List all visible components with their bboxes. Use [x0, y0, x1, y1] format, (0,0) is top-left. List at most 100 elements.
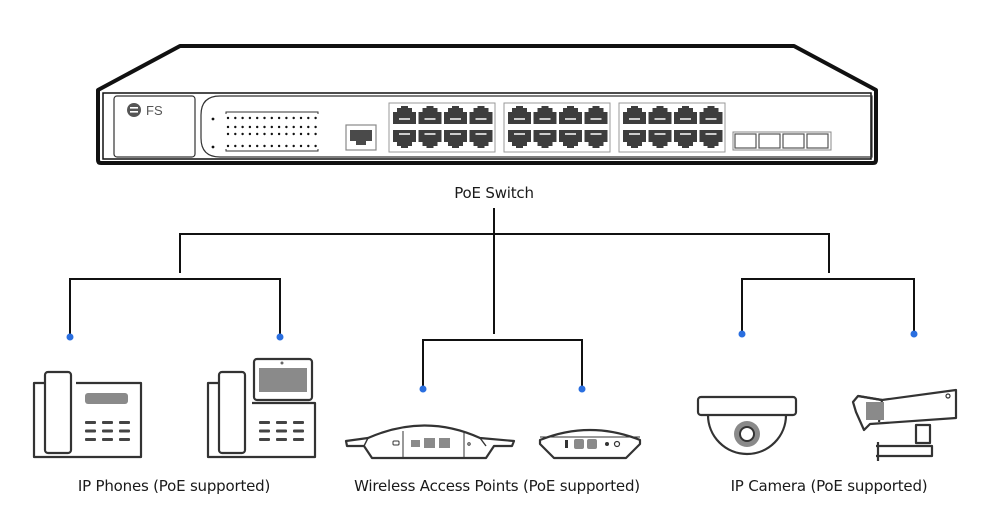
- led-dot: [299, 144, 303, 148]
- keypad-key: [259, 429, 270, 433]
- rj45-port-icon: [674, 130, 697, 148]
- port-pins: [654, 133, 666, 135]
- switch-brand-panel: FS: [113, 95, 196, 158]
- led-dot: [314, 125, 317, 129]
- keypad-key: [102, 421, 113, 424]
- port-pins: [565, 118, 576, 120]
- port-pins: [680, 133, 691, 135]
- keypad-key: [85, 429, 96, 433]
- led-dot: [307, 116, 310, 120]
- led-dot: [241, 116, 244, 120]
- keypad-key: [119, 421, 130, 424]
- port-pins: [424, 133, 436, 135]
- led-dot: [292, 116, 295, 120]
- led-dot: [226, 144, 230, 148]
- endpoint-dots: [66, 330, 918, 393]
- endpoint-dot: [910, 330, 918, 338]
- keypad-key: [259, 438, 270, 441]
- endpoint-dot: [578, 385, 586, 393]
- led-dot: [299, 116, 303, 120]
- bullet-camera-icon: [851, 388, 958, 461]
- led-dot: [241, 132, 244, 136]
- port-pins: [539, 118, 551, 120]
- led-dot: [292, 125, 295, 129]
- rj45-port-icon: [418, 106, 442, 124]
- rj45-port-icon: [623, 130, 646, 148]
- led-dot: [234, 125, 237, 129]
- sfp-port-icon: [806, 133, 829, 149]
- fs-logo-icon: [127, 103, 141, 117]
- rj45-port-icon: [623, 106, 646, 124]
- led-dot: [314, 116, 317, 120]
- endpoint-dot: [419, 385, 427, 393]
- keypad-key: [119, 438, 130, 441]
- led-dot: [248, 125, 252, 129]
- poe-switch: FS: [96, 44, 878, 165]
- rj45-port-icon: [508, 130, 531, 148]
- rj45-port-icon: [508, 106, 531, 124]
- led-dot: [226, 132, 230, 136]
- endpoint-dot: [66, 333, 74, 341]
- keypad-key: [293, 438, 304, 441]
- led-dot: [292, 144, 295, 148]
- port-pins: [514, 118, 525, 120]
- sfp-frame: [732, 131, 832, 151]
- led-dot: [270, 144, 273, 148]
- led-dot: [263, 125, 266, 129]
- led-dot: [241, 144, 244, 148]
- led-dot: [270, 116, 273, 120]
- led-dot: [285, 125, 288, 129]
- wireless-access-point-small-icon: [538, 428, 642, 460]
- led-dot: [270, 132, 273, 136]
- led-dot: [234, 116, 237, 120]
- endpoint-dot: [276, 333, 284, 341]
- port-pins: [654, 118, 666, 120]
- port-group-frame: [503, 102, 611, 153]
- led-dot: [226, 116, 230, 120]
- led-dot: [285, 132, 288, 136]
- port-pins: [539, 133, 551, 135]
- led-dot: [256, 116, 259, 120]
- rj45-port-icon: [559, 106, 582, 124]
- keypad-key: [293, 421, 304, 424]
- keypad-key: [85, 421, 96, 424]
- led-dot: [299, 132, 303, 136]
- connector-lines: [69, 208, 915, 389]
- dome-camera-icon: [696, 395, 798, 456]
- rj45-port-icon: [699, 130, 723, 148]
- rj45-port-icon: [648, 130, 672, 148]
- led-dot: [211, 117, 215, 121]
- port-pins: [590, 118, 602, 120]
- led-dot: [285, 116, 288, 120]
- led-dot: [292, 132, 295, 136]
- rj45-port-icon: [533, 106, 557, 124]
- led-frame: [225, 111, 319, 152]
- keypad-key: [293, 429, 304, 433]
- rj45-port-icon: [584, 106, 608, 124]
- led-dot: [307, 125, 310, 129]
- led-dot: [314, 144, 317, 148]
- port-pins: [629, 118, 640, 120]
- port-pins: [565, 133, 576, 135]
- led-dot: [248, 144, 252, 148]
- keypad-key: [276, 429, 287, 433]
- led-dot: [299, 125, 303, 129]
- port-pins: [680, 118, 691, 120]
- sfp-port-icon: [734, 133, 757, 149]
- keypad-key: [119, 429, 130, 433]
- ip-camera-label: IP Camera (PoE supported): [730, 477, 928, 495]
- led-dot: [270, 125, 273, 129]
- led-dot: [256, 132, 259, 136]
- rj45-port-icon: [674, 106, 697, 124]
- keypad-key: [276, 421, 287, 424]
- endpoint-dot: [738, 330, 746, 338]
- rj45-port-icon: [699, 106, 723, 124]
- led-dot: [307, 132, 310, 136]
- poe-switch-label: PoE Switch: [454, 184, 534, 202]
- port-group-frame: [618, 102, 726, 153]
- port-pins: [475, 133, 487, 135]
- led-dot: [234, 144, 237, 148]
- rj45-port-icon: [444, 106, 467, 124]
- led-dot: [256, 144, 259, 148]
